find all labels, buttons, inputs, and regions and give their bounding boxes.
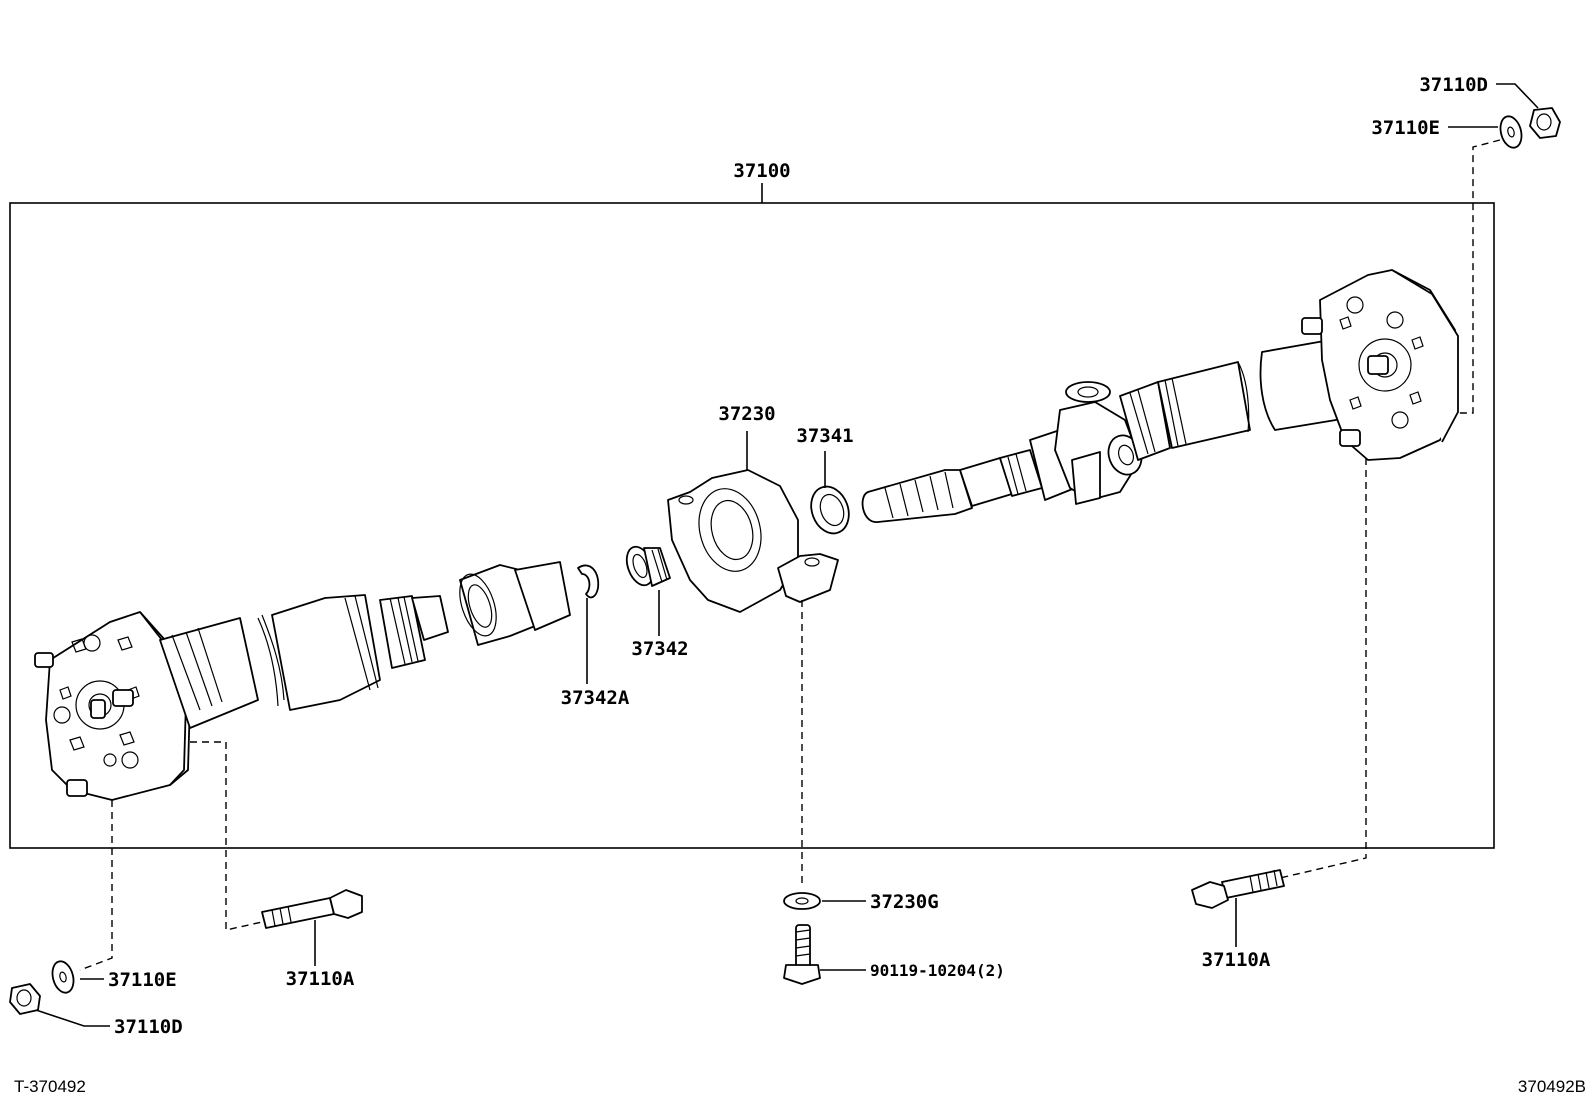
- left-bolt: 37110A: [261, 889, 363, 990]
- left-nut: 37110D: [9, 983, 183, 1038]
- right-bolt: 37110A: [1191, 869, 1285, 971]
- center-bolt: 90119-10204(2): [783, 924, 1005, 985]
- universal-joint: [1054, 381, 1171, 505]
- slip-sleeve: [459, 561, 571, 646]
- top-right-washer: 37110E: [1371, 115, 1523, 414]
- center-bolt-label: 90119-10204(2): [870, 961, 1005, 980]
- right-bolt-label: 37110A: [1202, 949, 1271, 971]
- dust-seal-label: 37341: [796, 425, 853, 447]
- footer-left-code: T-370492: [14, 1077, 86, 1096]
- dust-seal: 37341: [796, 425, 854, 535]
- right-flex-coupling: [1301, 269, 1459, 461]
- snap-ring-label: 37342A: [561, 687, 630, 709]
- center-bearing-label: 37230: [718, 403, 775, 425]
- center-bearing: 37230: [667, 403, 839, 613]
- left-washer-label: 37110E: [108, 969, 177, 991]
- left-nut-label: 37110D: [114, 1016, 183, 1038]
- splined-shaft: [861, 429, 1076, 523]
- right-bolt-guide: [1279, 458, 1367, 879]
- center-washer: 37230G: [783, 891, 939, 913]
- left-washer: 37110E: [51, 960, 177, 994]
- left-shaft-tube: [159, 594, 449, 729]
- assembly-label: 37100: [733, 160, 790, 182]
- top-nut-label: 37110D: [1419, 74, 1488, 96]
- left-bolt-guide: [190, 741, 263, 931]
- seal-ring: 37342: [625, 545, 689, 660]
- left-washer-guide: [79, 800, 113, 971]
- left-flex-coupling: [34, 611, 191, 801]
- footer-right-code: 370492B: [1518, 1077, 1586, 1096]
- seal-ring-label: 37342: [631, 638, 688, 660]
- left-bolt-label: 37110A: [286, 968, 355, 990]
- top-right-nut: 37110D: [1419, 74, 1561, 139]
- center-washer-label: 37230G: [870, 891, 939, 913]
- top-washer-label: 37110E: [1371, 117, 1440, 139]
- assembly-frame: [9, 202, 1495, 849]
- snap-ring: 37342A: [561, 564, 630, 709]
